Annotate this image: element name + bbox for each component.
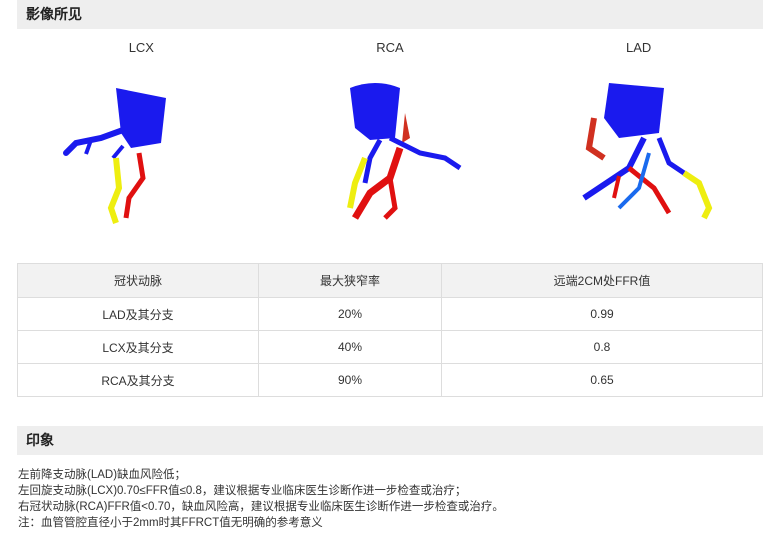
cell-artery: LAD及其分支 <box>17 297 259 331</box>
impression-header: 印象 <box>17 426 763 455</box>
table-row: LAD及其分支 20% 0.99 <box>17 297 763 331</box>
view-lcx: LCX <box>17 38 266 258</box>
lad-vessel-image <box>582 83 712 220</box>
col-header-ffr: 远端2CM处FFR值 <box>441 263 763 298</box>
cell-artery: RCA及其分支 <box>17 363 259 397</box>
rca-vessel-image <box>347 83 462 220</box>
view-rca: RCA <box>266 38 515 258</box>
view-lad: LAD <box>514 38 763 258</box>
impression-title: 印象 <box>26 432 54 448</box>
findings-title: 影像所见 <box>26 6 82 22</box>
impression-text: 左前降支动脉(LAD)缺血风险低； 左回旋支动脉(LCX)0.70≤FFR值≤0… <box>18 467 504 531</box>
impression-line: 注：血管管腔直径小于2mm时其FFRCT值无明确的参考意义 <box>18 517 323 529</box>
view-label: RCA <box>376 40 404 55</box>
cell-ffr: 0.99 <box>441 297 763 331</box>
table-header-row: 冠状动脉 最大狭窄率 远端2CM处FFR值 <box>17 263 763 298</box>
lcx-vessel-image <box>63 88 167 224</box>
cell-artery: LCX及其分支 <box>17 330 259 364</box>
view-label: LAD <box>626 40 652 55</box>
cell-stenosis: 20% <box>258 297 442 331</box>
cell-stenosis: 90% <box>258 363 442 397</box>
ffr-table: 冠状动脉 最大狭窄率 远端2CM处FFR值 LAD及其分支 20% 0.99 L… <box>17 263 763 397</box>
impression-line: 左回旋支动脉(LCX)0.70≤FFR值≤0.8，建议根据专业临床医生诊断作进一… <box>18 485 467 497</box>
col-header-artery: 冠状动脉 <box>17 263 259 298</box>
view-label: LCX <box>128 40 154 55</box>
vessel-views: LCX RCA LAD <box>17 38 763 258</box>
table-row: LCX及其分支 40% 0.8 <box>17 330 763 364</box>
findings-header: 影像所见 <box>17 0 763 29</box>
col-header-stenosis: 最大狭窄率 <box>258 263 442 298</box>
cell-stenosis: 40% <box>258 330 442 364</box>
table-row: RCA及其分支 90% 0.65 <box>17 363 763 397</box>
cell-ffr: 0.65 <box>441 363 763 397</box>
cell-ffr: 0.8 <box>441 330 763 364</box>
impression-line: 左前降支动脉(LAD)缺血风险低； <box>18 469 187 481</box>
impression-line: 右冠状动脉(RCA)FFR值<0.70，缺血风险高，建议根据专业临床医生诊断作进… <box>18 501 504 513</box>
